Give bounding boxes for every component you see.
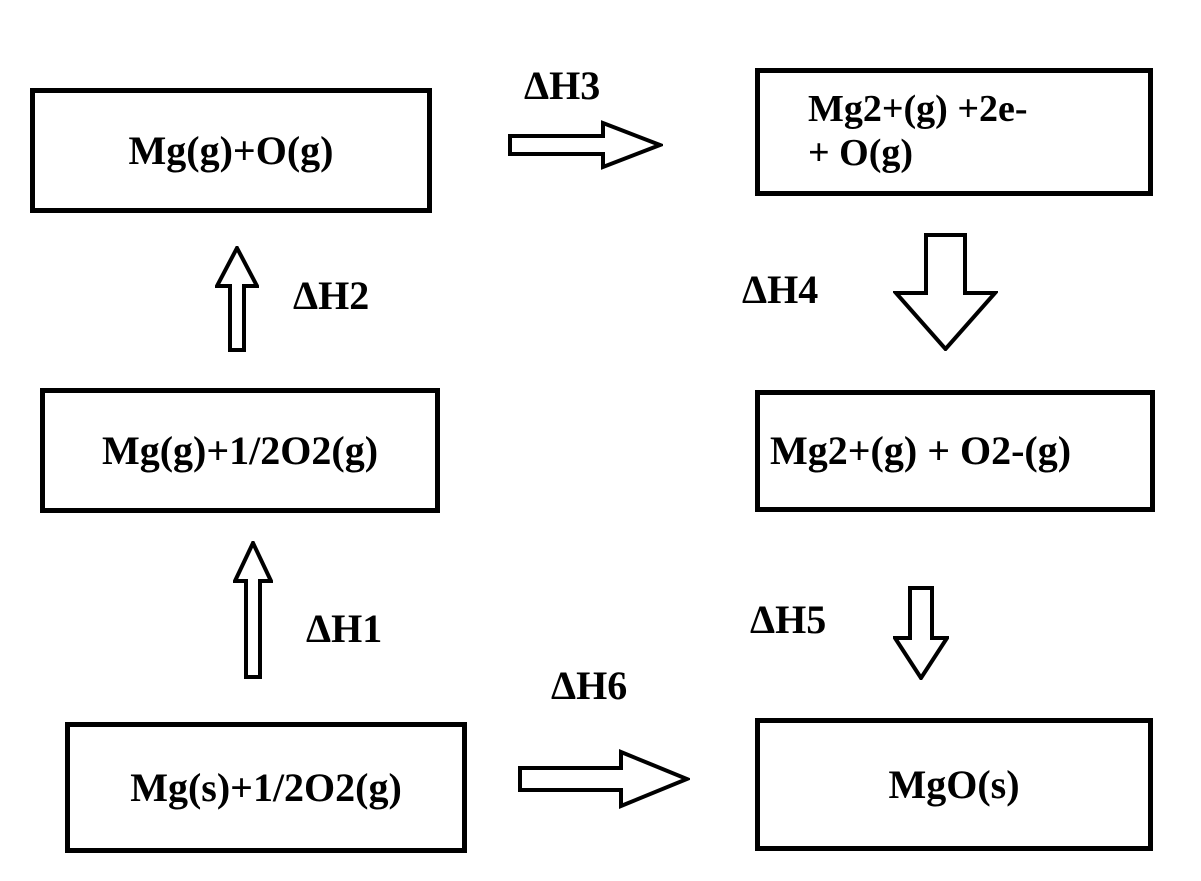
label-delta-h3: ΔH3 <box>524 63 601 108</box>
down-arrow-icon <box>893 233 998 351</box>
label-delta-h5: ΔH5 <box>750 597 827 642</box>
up-arrow-icon <box>233 541 273 679</box>
box-mg-s-half-o2-g-label: Mg(s)+1/2O2(g) <box>130 764 402 810</box>
label-delta-h1: ΔH1 <box>306 606 383 651</box>
label-delta-h4: ΔH4 <box>742 267 819 312</box>
box-mg-g-plus-o-g-label: Mg(g)+O(g) <box>128 127 334 173</box>
box-mgo-s-label: MgO(s) <box>888 761 1020 807</box>
box-mg2plus-o2minus-g-label: Mg2+(g) + O2-(g) <box>770 428 1072 473</box>
right-arrow-icon <box>508 120 663 170</box>
box-mg-g-half-o2-g: Mg(g)+1/2O2(g) <box>40 388 440 513</box>
down-arrow-icon <box>893 586 949 680</box>
box-mgo-s: MgO(s) <box>755 718 1153 851</box>
box-mg2plus-o2minus-g: Mg2+(g) + O2-(g) <box>755 390 1155 512</box>
box-mg2plus-2e-o-g: Mg2+(g) +2e- + O(g) <box>755 68 1153 196</box>
box-mg-s-half-o2-g: Mg(s)+1/2O2(g) <box>65 722 467 853</box>
label-delta-h2: ΔH2 <box>293 273 370 318</box>
up-arrow-icon <box>215 246 259 352</box>
box-mg-g-plus-o-g: Mg(g)+O(g) <box>30 88 432 213</box>
box-mg2plus-2e-o-g-label: Mg2+(g) +2e- + O(g) <box>808 88 1028 174</box>
right-arrow-icon <box>518 749 690 809</box>
box-mg-g-half-o2-g-label: Mg(g)+1/2O2(g) <box>101 427 379 473</box>
label-delta-h6: ΔH6 <box>551 663 628 708</box>
